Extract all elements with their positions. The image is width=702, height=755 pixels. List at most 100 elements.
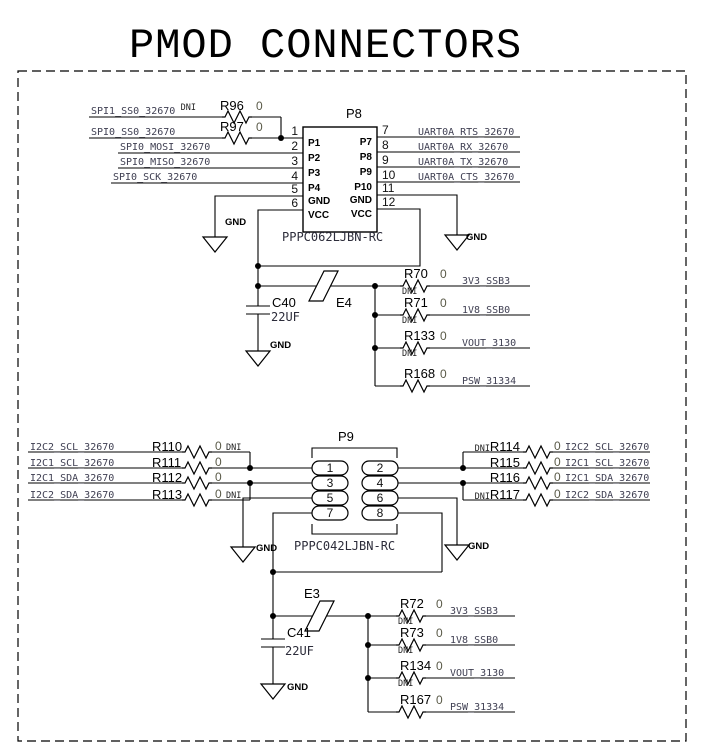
pin-number: 6 — [291, 196, 298, 210]
resistor-value: 0 — [436, 626, 443, 640]
net-label: 3V3_SSB3 — [450, 606, 498, 617]
pin-number: 10 — [382, 168, 396, 182]
pin-label: P7 — [360, 137, 373, 148]
gnd-symbol — [201, 236, 229, 253]
net-label: I2C1_SDA_32670 — [565, 473, 649, 484]
pin-label: P10 — [354, 182, 372, 193]
p9-pin-1 — [311, 460, 349, 476]
resistor-value: 0 — [256, 120, 263, 134]
cap-value: 22UF — [285, 644, 314, 658]
gnd-label: GND — [466, 232, 487, 243]
net-label: SPI0_SS0_32670 — [91, 127, 175, 138]
dni-label: DNI — [226, 443, 241, 453]
p9-connector-bracket-top — [311, 447, 398, 458]
resistor-ref: R71 — [404, 295, 428, 310]
resistor-r70 — [400, 278, 430, 294]
gnd-symbol — [244, 350, 272, 367]
pin-number: 1 — [291, 124, 298, 138]
dni-label: DNI — [398, 679, 413, 689]
junction-dot — [460, 465, 466, 471]
resistor-r113 — [182, 492, 212, 508]
net-label: VOUT_3130 — [450, 668, 504, 679]
resistor-r97 — [222, 130, 252, 146]
resistor-r96 — [222, 109, 252, 125]
resistor-r111 — [182, 460, 212, 476]
resistor-ref: R168 — [404, 366, 435, 381]
dni-label: DNI — [475, 444, 490, 454]
resistor-value: 0 — [215, 470, 222, 484]
net-label: UART0A_TX_32670 — [418, 157, 508, 168]
junction-dot — [255, 263, 261, 269]
net-label: SPI1_SS0_32670 — [91, 106, 175, 117]
net-label: I2C2_SDA_32670 — [30, 490, 114, 501]
resistor-value: 0 — [215, 439, 222, 453]
dni-label: DNI — [398, 617, 413, 627]
pin-label: P9 — [360, 167, 373, 178]
resistor-value: 0 — [215, 455, 222, 469]
net-label: SPI0_SCK_32670 — [113, 172, 197, 183]
gnd-symbol — [443, 544, 471, 561]
sheet-border — [17, 70, 687, 742]
net-label: I2C2_SDA_32670 — [565, 490, 649, 501]
junction-dot — [365, 613, 371, 619]
junction-dot — [247, 480, 253, 486]
pin-number: 8 — [377, 506, 384, 520]
net-label: I2C2_SCL_32670 — [565, 442, 649, 453]
dni-label: DNI — [402, 316, 417, 326]
pin-number: 4 — [377, 476, 384, 490]
dni-label: DNI — [402, 349, 417, 359]
resistor-r73 — [396, 637, 426, 653]
p8-designator: P8 — [346, 106, 362, 121]
resistor-r116 — [523, 475, 553, 491]
bead-ref: E3 — [304, 586, 320, 601]
pin-number: 2 — [377, 461, 384, 475]
cap-ref: C40 — [272, 295, 296, 310]
pin-number: 3 — [291, 154, 298, 168]
net-label: I2C1_SCL_32670 — [30, 458, 114, 469]
resistor-ref: R73 — [400, 625, 424, 640]
pin-number: 7 — [382, 123, 389, 137]
cap-value: 22UF — [271, 310, 300, 324]
resistor-value: 0 — [436, 693, 443, 707]
pin-number: 5 — [327, 491, 334, 505]
p8-part-number: PPPC062LJBN-RC — [282, 230, 383, 244]
resistor-ref: R112 — [152, 470, 182, 485]
pin-label: VCC — [351, 209, 372, 220]
pin-label: P4 — [308, 183, 321, 194]
net-label: 1V8_SSB0 — [450, 635, 498, 646]
resistor-r168 — [400, 378, 430, 394]
resistor-ref: R117 — [490, 487, 520, 502]
resistor-r134 — [396, 670, 426, 686]
pin-number: 11 — [382, 181, 395, 195]
resistor-r167 — [396, 704, 426, 720]
dni-label: DNI — [475, 492, 490, 502]
net-label: UART0A_CTS_32670 — [418, 172, 514, 183]
resistor-value: 0 — [440, 296, 447, 310]
gnd-label: GND — [287, 682, 308, 693]
pin-number: 3 — [327, 476, 334, 490]
gnd-label: GND — [225, 217, 246, 228]
pin-number: 6 — [377, 491, 384, 505]
pin-number: 9 — [382, 153, 389, 167]
dni-label: DNI — [402, 287, 417, 297]
resistor-r112 — [182, 475, 212, 491]
resistor-r133 — [400, 340, 430, 356]
resistor-value: 0 — [440, 267, 447, 281]
resistor-value: 0 — [440, 367, 447, 381]
resistor-value: 0 — [436, 597, 443, 611]
net-label: I2C1_SDA_32670 — [30, 473, 114, 484]
net-label: PSW_31334 — [450, 702, 504, 713]
gnd-symbol — [443, 234, 471, 251]
pin-label: P2 — [308, 153, 321, 164]
resistor-r117 — [523, 492, 553, 508]
resistor-ref: R134 — [400, 658, 431, 673]
resistor-ref: R114 — [490, 439, 520, 454]
resistor-value: 0 — [554, 487, 561, 501]
gnd-label: GND — [270, 340, 291, 351]
resistor-ref: R167 — [400, 692, 431, 707]
net-label: VOUT_3130 — [462, 338, 516, 349]
resistor-value: 0 — [215, 487, 222, 501]
net-label: I2C1_SCL_32670 — [565, 458, 649, 469]
junction-dot — [372, 283, 378, 289]
bead-e3-symbol — [304, 600, 335, 632]
